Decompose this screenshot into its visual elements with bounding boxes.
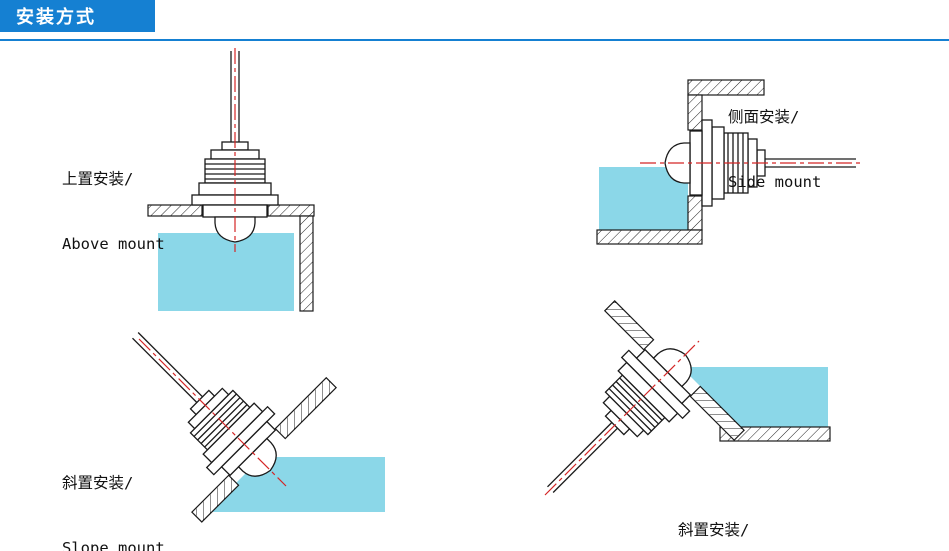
- above-mount-label: 上置安装/ Above mount: [62, 126, 165, 300]
- side-mount-label-zh: 侧面安装/: [728, 108, 800, 127]
- centerline: [544, 340, 700, 496]
- slope-mount-right-label-zh: 斜置安装/: [678, 521, 750, 540]
- slope-mount-left-label-en: Slope mount: [62, 539, 165, 551]
- side-mount-diagram: [596, 79, 862, 245]
- wall-hatch: [596, 229, 703, 245]
- above-mount-label-zh: 上置安装/: [62, 170, 134, 189]
- wall-hatch: [603, 300, 655, 351]
- wall-hatch: [687, 79, 765, 96]
- wall-hatch: [267, 204, 315, 217]
- liquid: [681, 367, 828, 427]
- wall-hatch: [274, 376, 337, 440]
- wall-hatch: [687, 94, 703, 131]
- slope-mount-right-diagram: [519, 300, 831, 521]
- side-mount-label-en: Side mount: [728, 173, 822, 192]
- above-mount-label-en: Above mount: [62, 235, 165, 254]
- section-header: 安装方式: [0, 0, 155, 32]
- liquid: [158, 233, 294, 311]
- slope-mount-left-diagram: [104, 304, 385, 523]
- wall-hatch: [719, 426, 831, 442]
- slope-mount-left-label-zh: 斜置安装/: [62, 474, 134, 493]
- wall-hatch: [299, 215, 314, 312]
- above-mount-diagram: [147, 48, 315, 312]
- side-mount-label: 侧面安装/ Side mount: [728, 64, 821, 238]
- header-divider: [0, 39, 949, 41]
- slope-mount-left-label: 斜置安装/ Slope mount: [62, 430, 165, 551]
- centerline: [138, 338, 287, 487]
- wall-hatch: [147, 204, 203, 217]
- wall-hatch: [689, 385, 745, 442]
- wall-hatch: [687, 195, 703, 231]
- section-title: 安装方式: [16, 7, 96, 27]
- slope-mount-right-label: 斜置安装/ Slope mount: [678, 477, 781, 551]
- wall-hatch: [191, 474, 240, 523]
